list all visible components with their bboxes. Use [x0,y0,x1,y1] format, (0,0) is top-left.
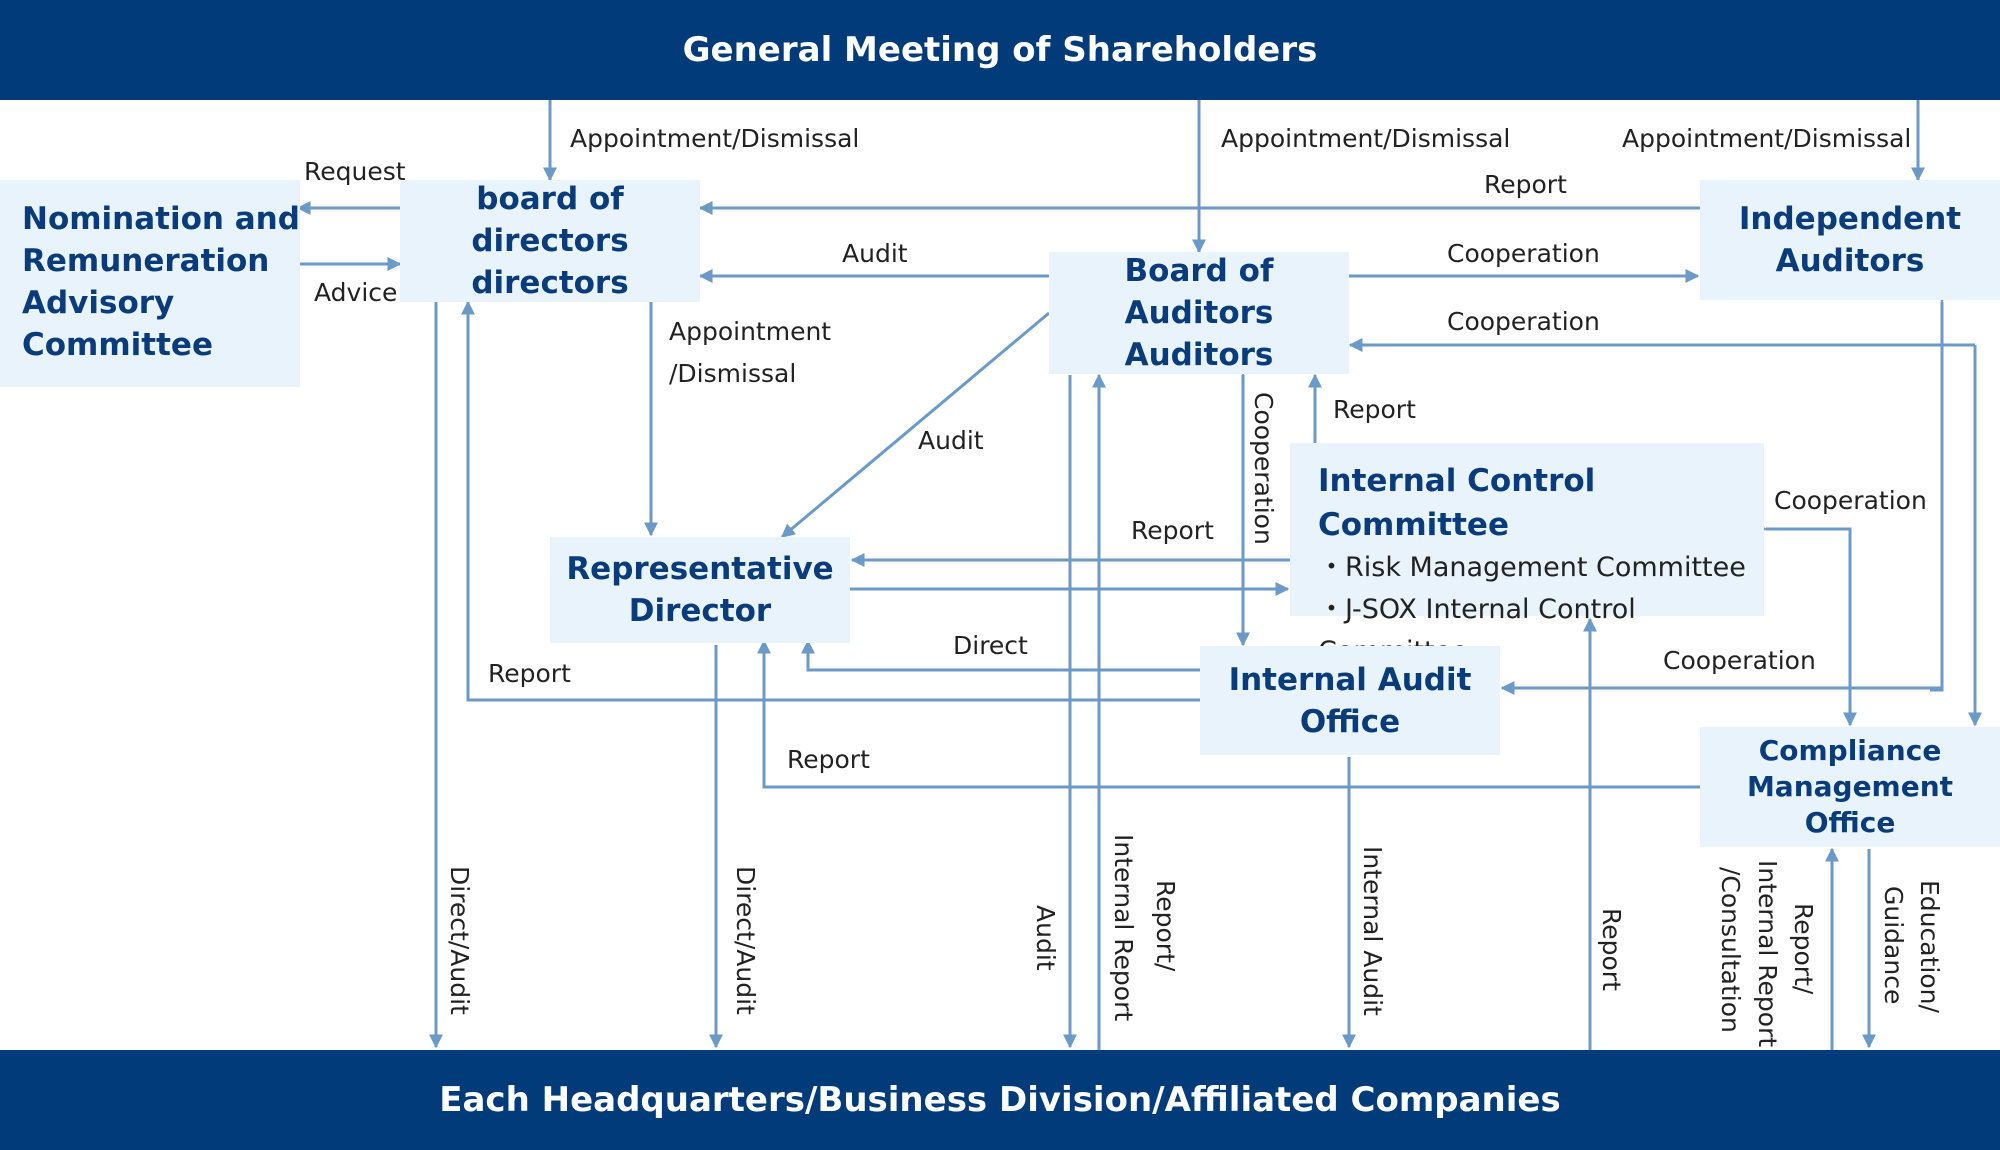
label-internal-audit-bottom: Internal Audit [1358,846,1387,1016]
internal-control-committee-box: Internal Control Committee ・Risk Managem… [1290,443,1764,667]
compliance-line-1: Compliance [1758,734,1942,767]
arrow-coop-icc-compliance [1753,522,1857,727]
board-directors-line-2: directors [471,265,629,301]
nomination-line-1: Nomination and [22,201,300,237]
label-appointment-1: Appointment/Dismissal [570,124,860,153]
nomination-line-4: Committee [22,327,213,363]
shareholders-banner: General Meeting of Shareholders [0,0,2000,100]
label-guidance: Guidance [1879,886,1908,1005]
label-appointment-rep-1: Appointment [669,317,832,346]
label-cooperation-indep-lower: Cooperation [1447,307,1600,336]
label-appointment-3: Appointment/Dismissal [1622,124,1912,153]
label-internal-report-2: Internal Report [1753,860,1782,1048]
label-internal-report: Internal Report [1109,834,1138,1022]
label-appointment-rep-2: /Dismissal [669,359,797,388]
representative-director-box: Representative Director [550,537,850,643]
label-direct: Direct [953,631,1028,660]
compliance-office-box: Compliance Management Office [1700,727,2000,847]
independent-auditors-box: Independent Auditors [1700,180,2000,300]
label-report-compliance-rep: Report [787,745,870,774]
internal-audit-line-1: Internal Audit [1228,661,1472,698]
compliance-line-3: Office [1804,806,1896,839]
label-report-audit-board: Report [488,659,571,688]
label-report-icc-auditors: Report [1333,395,1416,424]
arrow-coop-indep-auditors [1930,289,1949,692]
risk-management-item: ・Risk Management Committee [1318,552,1746,583]
board-directors-line-1: board of directors [471,181,629,259]
label-advice: Advice [314,278,398,307]
label-audit-board: Audit [842,239,908,268]
board-auditors-line-2: Auditors [1124,337,1274,373]
label-appointment-2: Appointment/Dismissal [1221,124,1511,153]
representative-line-2: Director [628,593,772,629]
label-cooperation-auditors-indep: Cooperation [1447,239,1600,268]
compliance-line-2: Management [1746,770,1954,803]
internal-audit-line-2: Office [1299,703,1401,740]
label-direct-audit-1: Direct/Audit [445,866,474,1015]
label-cooperation-vertical: Cooperation [1249,392,1278,545]
nomination-line-3: Advisory [22,285,175,321]
label-report-slash-2: Report/ [1789,903,1818,995]
nomination-line-2: Remuneration [22,243,270,279]
divisions-banner: Each Headquarters/Business Division/Affi… [0,1050,2000,1150]
label-report-bottom: Report [1597,908,1626,991]
arrow-report-compliance-rep [757,639,1700,789]
arrow-audit-rep [780,311,1050,539]
label-consultation: /Consultation [1716,867,1745,1033]
label-report-icc-rep: Report [1131,516,1214,545]
label-report-slash: Report/ [1151,880,1180,972]
label-audit-diagonal: Audit [918,426,984,455]
label-education: Education/ [1915,880,1944,1013]
board-of-auditors-box: Board of Auditors Auditors [1049,252,1349,374]
arrow-report-audit-board [461,300,1200,702]
internal-audit-office-box: Internal Audit Office [1200,646,1500,755]
independent-auditors-line-1: Independent [1738,201,1962,237]
label-cooperation-icc-compliance: Cooperation [1774,486,1927,515]
label-report-indep-board: Report [1484,170,1567,199]
label-audit-bottom: Audit [1031,905,1060,971]
label-direct-audit-2: Direct/Audit [731,866,760,1015]
board-auditors-line-1: Board of Auditors [1124,253,1274,331]
nomination-committee-box: Nomination and Remuneration Advisory Com… [0,180,300,387]
board-of-directors-box: board of directors directors [400,180,700,302]
label-request: Request [304,157,406,186]
label-cooperation-compliance-audit: Cooperation [1663,646,1816,675]
independent-auditors-line-2: Auditors [1775,243,1925,279]
representative-line-1: Representative [566,551,834,587]
internal-control-title: Internal Control Committee [1318,463,1596,543]
